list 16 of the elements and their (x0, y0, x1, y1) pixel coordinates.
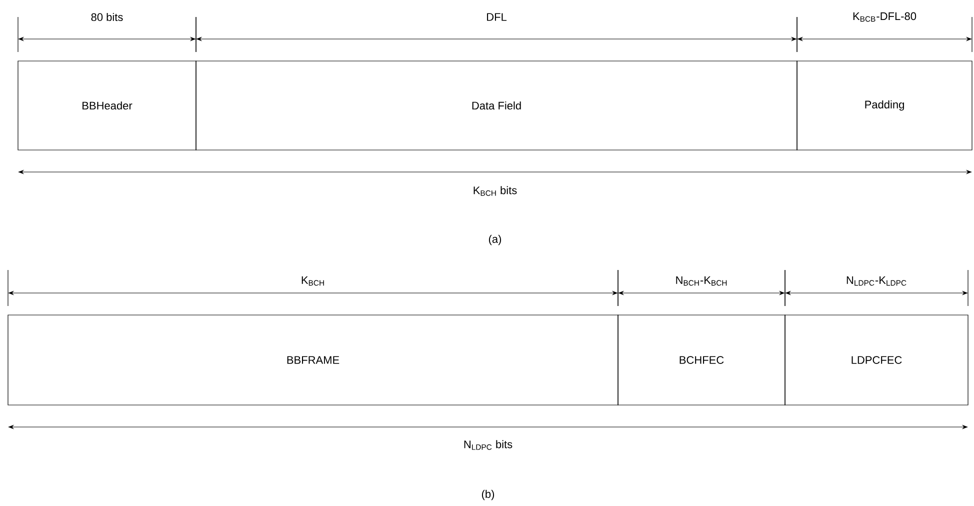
dimension-label: N$_{LDPC}$-K$_{LDPC}$ (846, 276, 906, 286)
dimension-label: N$_{LDPC}$ bits (464, 440, 512, 450)
dimension-label: DFL (487, 13, 507, 21)
subfigure-caption: (a) (488, 234, 502, 246)
field-box: BCHFEC (618, 314, 786, 406)
field-box: BBFRAME (8, 314, 618, 406)
subfigure-caption: (b) (482, 490, 494, 500)
field-box: Padding (796, 60, 972, 150)
dimension-label: K$_{BCH}$ (302, 276, 324, 286)
field-box: Data Field (196, 60, 798, 150)
dimension-label: K$_{BCB}$-DFL-80 (853, 12, 916, 22)
dimension-label: 80 bits (91, 12, 123, 22)
dimension-label: K$_{BCH}$ bits (474, 186, 517, 196)
field-box: LDPCFEC (784, 314, 968, 406)
field-box: BBHeader (18, 60, 196, 150)
dimension-label: N$_{BCH}$-K$_{BCH}$ (676, 276, 727, 286)
